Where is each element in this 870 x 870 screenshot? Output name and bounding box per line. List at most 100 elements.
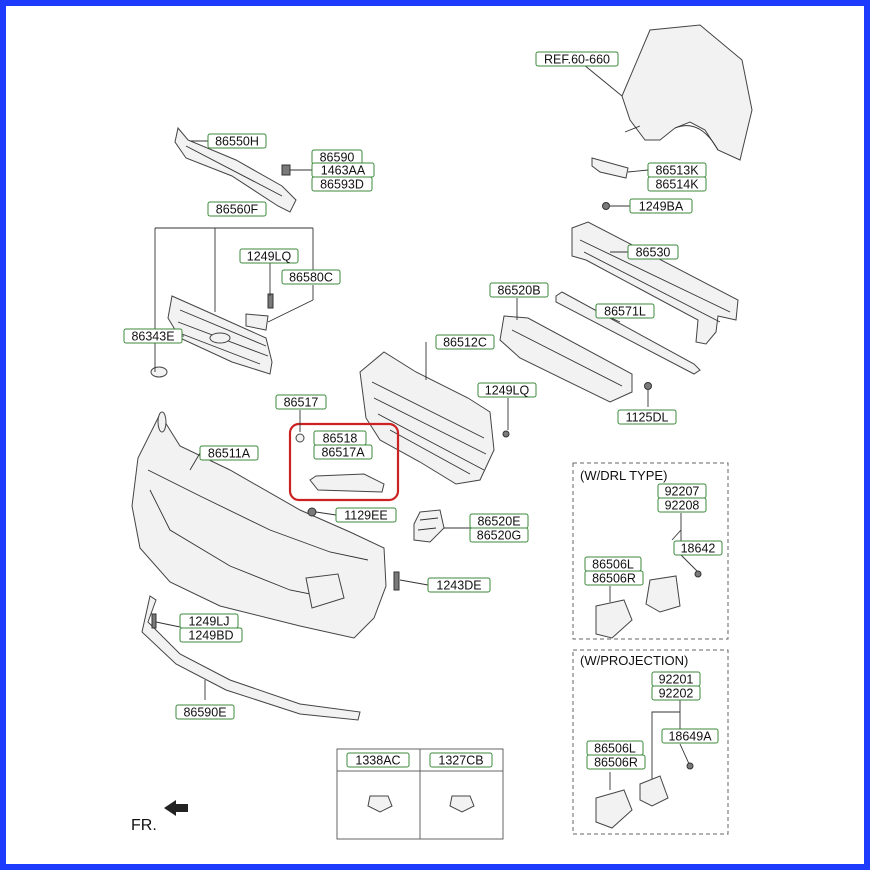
part-label-p92207: 92207 xyxy=(657,483,707,499)
part-label-box xyxy=(673,540,723,556)
energy-absorber-illustration xyxy=(499,315,633,403)
projection-bezel-illustration xyxy=(595,789,633,829)
part-label-p86571L: 86571L xyxy=(595,303,655,319)
part-label-text: 86506L xyxy=(592,558,634,572)
part-label-p86506R-a: 86506R xyxy=(584,570,644,586)
part-label-text: 92202 xyxy=(659,687,694,701)
part-label-box xyxy=(123,328,183,344)
projection-lamp-illustration xyxy=(639,775,669,807)
part-label-box xyxy=(477,382,537,398)
part-label-text: 86511A xyxy=(208,447,251,461)
part-label-p86520B: 86520B xyxy=(489,282,549,298)
part-label-p86511A: 86511A xyxy=(199,445,259,461)
part-label-text: 1249BD xyxy=(188,629,233,643)
part-label-text: 86517A xyxy=(321,446,365,460)
part-label-p86520E: 86520E xyxy=(469,513,529,529)
part-label-text: 86520E xyxy=(477,515,520,529)
part-label-p1249BA: 1249BA xyxy=(629,198,693,214)
part-label-p92201: 92201 xyxy=(651,671,701,687)
part-label-box xyxy=(586,754,646,770)
part-label-text: 1249LQ xyxy=(247,250,292,264)
part-label-text: 86514K xyxy=(655,178,699,192)
nut-1327CB-illustration xyxy=(449,795,475,813)
part-label-box xyxy=(535,51,619,67)
part-label-p86506L-a: 86506L xyxy=(584,556,642,572)
part-label-text: 18642 xyxy=(681,542,716,556)
part-number-labels: REF.60-66086513K86514K1249BA86550H865901… xyxy=(123,51,723,770)
part-label-box xyxy=(647,176,707,192)
drl-lamp-illustration xyxy=(645,575,681,613)
part-label-text: 86517 xyxy=(284,396,319,410)
part-label-p86518: 86518 xyxy=(313,430,367,446)
projection-option-box: (W/PROJECTION) xyxy=(572,649,729,835)
part-label-p86530: 86530 xyxy=(627,244,679,260)
front-direction-indicator: FR. xyxy=(131,800,188,834)
back-beam-illustration xyxy=(571,221,739,345)
part-label-text: 1249BA xyxy=(639,200,684,214)
part-label-p1243DE: 1243DE xyxy=(427,577,491,593)
part-label-p86343E: 86343E xyxy=(123,328,183,344)
drl-option-box: (W/DRL TYPE) xyxy=(572,462,729,640)
part-label-p86590: 86590 xyxy=(311,149,363,165)
part-label-box xyxy=(207,201,267,217)
part-label-text: 86343E xyxy=(131,330,174,344)
part-label-text: 1338AC xyxy=(355,754,400,768)
projection-title: (W/PROJECTION) xyxy=(580,653,688,668)
bracket-86517A-illustration xyxy=(295,433,385,493)
front-arrow-icon xyxy=(164,800,188,816)
nut-1338AC-illustration xyxy=(367,795,393,813)
part-label-p86517A: 86517A xyxy=(313,444,373,460)
part-label-box xyxy=(281,269,341,285)
part-label-text: 86520B xyxy=(497,284,540,298)
part-label-text: 86530 xyxy=(636,246,671,260)
part-label-text: REF.60-660 xyxy=(544,53,610,67)
part-label-text: 1125DL xyxy=(626,411,669,425)
part-label-text: 1249LQ xyxy=(485,384,530,398)
part-label-p1463AA: 1463AA xyxy=(311,162,375,178)
bumper-cover-illustration xyxy=(131,411,400,639)
part-label-box xyxy=(469,527,529,543)
bumper-grille-illustration xyxy=(359,351,510,485)
part-label-p1129EE: 1129EE xyxy=(335,507,397,523)
drl-bezel-illustration xyxy=(595,599,633,639)
part-label-text: 86550H xyxy=(215,135,259,149)
part-label-p86590E: 86590E xyxy=(175,704,235,720)
part-label-text: 86520G xyxy=(477,529,521,543)
part-label-text: 86571L xyxy=(604,305,646,319)
leader-lines xyxy=(154,59,649,700)
part-label-p1249LQ-b: 1249LQ xyxy=(477,382,537,398)
fog-cover-illustration xyxy=(413,509,445,543)
part-label-text: 18649A xyxy=(668,730,712,744)
part-label-text: 1129EE xyxy=(344,509,388,523)
part-label-p86550H: 86550H xyxy=(207,133,267,149)
part-label-box xyxy=(346,752,410,768)
part-label-box xyxy=(429,752,493,768)
part-label-text: 86518 xyxy=(323,432,358,446)
part-label-text: 86512C xyxy=(443,336,487,350)
part-label-text: 86506R xyxy=(592,572,636,586)
highlight-box xyxy=(288,422,400,502)
fender-illustration xyxy=(621,24,753,161)
part-label-text: 86506L xyxy=(594,742,636,756)
part-label-text: 86560F xyxy=(216,203,259,217)
part-label-p86514K: 86514K xyxy=(647,176,707,192)
part-label-text: 1249LJ xyxy=(188,615,229,629)
part-label-text: 92208 xyxy=(665,499,700,513)
part-label-p1338AC: 1338AC xyxy=(346,752,410,768)
part-label-text: 86590E xyxy=(183,706,226,720)
part-label-box xyxy=(207,133,267,149)
part-label-p86517: 86517 xyxy=(275,394,327,410)
part-label-p18649A: 18649A xyxy=(661,728,719,744)
part-label-text: 86593D xyxy=(320,178,364,192)
part-label-box xyxy=(661,728,719,744)
front-label: FR. xyxy=(131,817,157,834)
part-label-p18642: 18642 xyxy=(673,540,723,556)
part-label-box xyxy=(275,394,327,410)
part-label-p86506R-b: 86506R xyxy=(586,754,646,770)
lower-lip-illustration xyxy=(141,595,361,721)
part-label-box xyxy=(199,445,259,461)
part-label-box xyxy=(435,334,495,350)
bracket-86513K-illustration xyxy=(591,157,629,210)
part-label-box xyxy=(427,577,491,593)
